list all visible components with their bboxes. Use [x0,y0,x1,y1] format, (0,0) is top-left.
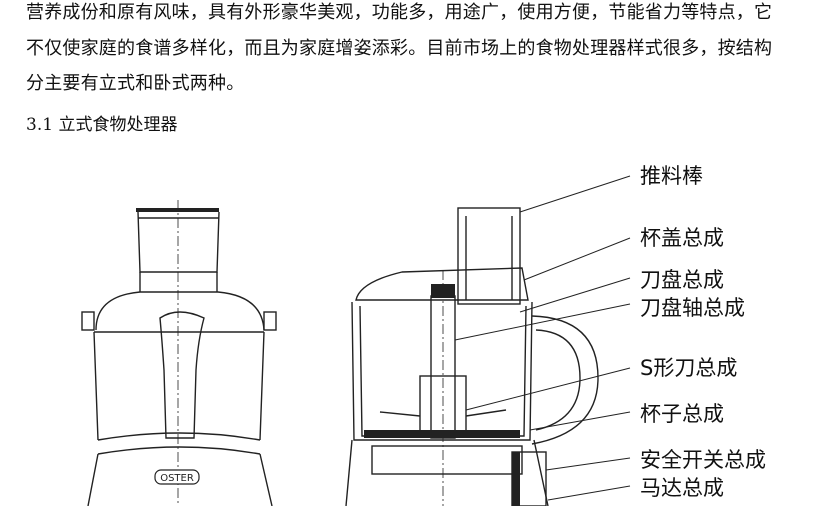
bowl [93,331,265,441]
label-bowl-assembly: 杯子总成 [640,402,724,426]
pusher [457,207,521,305]
motor-housing [371,445,523,475]
leader-lid [523,237,631,281]
exterior-view [81,200,277,506]
paragraph-line-2: 不仅使家庭的食谱多样化，而且为家庭增姿添彩。目前市场上的食物处理器样式很多，按结… [26,38,773,59]
bowl-floor-hatch [364,430,520,438]
bowl-section [351,301,533,441]
label-lid-assembly: 杯盖总成 [640,226,724,250]
leader-motor [547,485,631,501]
label-safety-switch-assembly: 安全开关总成 [640,448,766,472]
base [87,453,273,506]
paragraph-line-3: 分主要有立式和卧式两种。 [26,73,245,94]
right-latch [263,311,277,331]
lid [95,291,265,331]
handle-section [531,315,599,445]
brand-badge-text: OSTER [160,473,194,484]
leader-s-blade [465,367,631,411]
paragraph-line-1: 营养成份和原有风味，具有外形豪华美观，功能多，用途广，使用方便，节能省力等特点，… [26,2,773,23]
label-pusher: 推料棒 [640,164,703,188]
leader-bowl [529,411,631,431]
label-motor-assembly: 马达总成 [640,476,724,500]
leader-pusher [519,175,631,213]
brand-badge [154,469,200,485]
leader-disc [519,277,631,313]
shaft-cap [431,284,455,298]
label-disc-shaft-assembly: 刀盘轴总成 [640,296,745,320]
lid-section [355,267,529,301]
leader-lines [454,175,631,501]
section-view [345,207,599,506]
left-latch [81,311,95,331]
label-disc-assembly: 刀盘总成 [640,268,724,292]
feed-tube [137,211,220,273]
leader-disc-shaft [454,303,631,341]
section-heading: 3.1 立式食物处理器 [26,115,178,135]
label-s-blade-assembly: S形刀总成 [640,356,738,380]
leader-safety-switch [545,457,631,471]
handle [159,311,205,439]
